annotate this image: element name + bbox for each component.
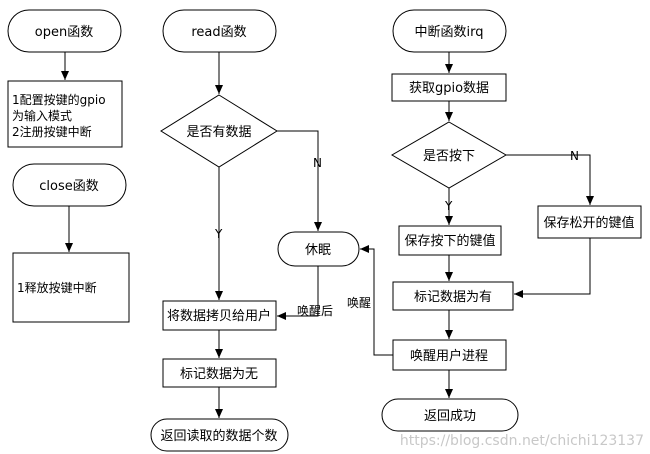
- wake-user-box: [392, 339, 507, 371]
- read-no-label: N: [313, 156, 322, 170]
- save-pressed-box: [398, 225, 502, 256]
- save-released-box: [537, 205, 642, 239]
- is-pressed-label: 是否按下: [423, 149, 475, 164]
- return-success-terminal: [381, 398, 519, 432]
- open-config-line-3: 2注册按键中断: [12, 124, 92, 139]
- irq-yes-label: Y: [444, 199, 453, 213]
- save-pressed-label: 保存按下的键值: [404, 233, 495, 249]
- close-label: close函数: [39, 179, 98, 194]
- edge-sleep-to-copy: [277, 266, 319, 320]
- close-release-label: 1释放按键中断: [17, 280, 97, 295]
- irq-label: 中断函数irq: [415, 25, 484, 40]
- copy-to-user-label: 将数据拷贝给用户: [167, 308, 271, 324]
- read-label: read函数: [191, 25, 246, 40]
- open-config-box: [7, 80, 123, 148]
- wake-label: 唤醒: [347, 296, 371, 310]
- read-yes-label: Y: [214, 227, 223, 241]
- copy-to-user-box: [162, 300, 277, 331]
- wake-user-label: 唤醒用户进程: [410, 348, 488, 364]
- return-success-label: 返回成功: [424, 409, 476, 424]
- after-wake-label: 唤醒后: [297, 304, 333, 318]
- irq-no-label: N: [570, 149, 579, 163]
- get-gpio-box: [391, 73, 507, 102]
- edge-save-released-to-mark: [514, 238, 591, 298]
- open-config-line-2: 为输入模式: [12, 108, 72, 123]
- return-count-terminal: [150, 418, 289, 452]
- edge-no-data-to-sleep: [277, 130, 322, 231]
- sleep-label: 休眠: [305, 243, 331, 258]
- open-config-line-1: 1配置按键的gpio: [12, 92, 106, 107]
- has-data-label: 是否有数据: [186, 125, 251, 140]
- return-count-label: 返回读取的数据个数: [160, 428, 277, 444]
- watermark: https://blog.csdn.net/chichi123137: [400, 433, 644, 449]
- close-release-box: [12, 252, 130, 323]
- mark-has-data-box: [392, 281, 514, 311]
- mark-has-data-label: 标记数据为有: [414, 290, 492, 305]
- get-gpio-label: 获取gpio数据: [409, 81, 489, 96]
- edge-wake-to-sleep: [360, 245, 393, 356]
- edge-not-pressed-to-save-released: [506, 154, 594, 205]
- mark-no-data-label: 标记数据为无: [180, 367, 258, 382]
- open-label: open函数: [35, 25, 93, 40]
- save-released-label: 保存松开的键值: [543, 215, 634, 231]
